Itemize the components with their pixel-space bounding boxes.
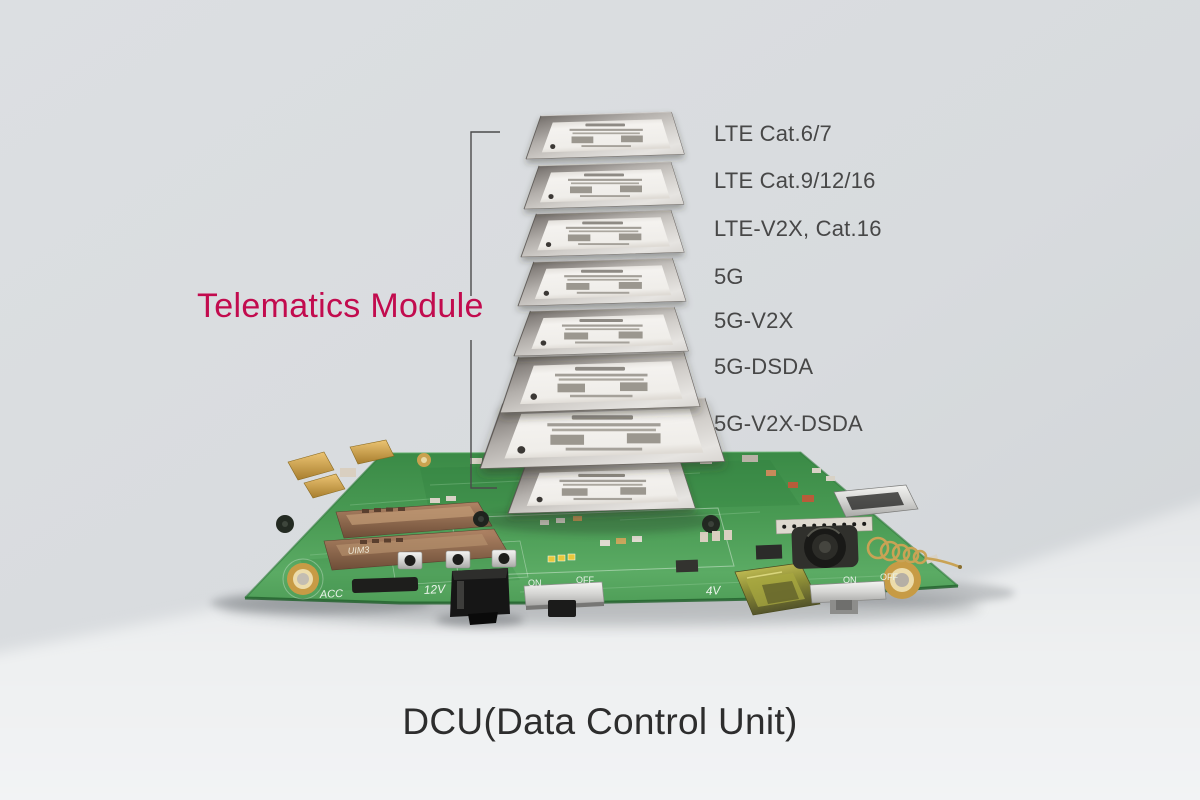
module-stack-shadow <box>482 508 718 534</box>
module-label-lte-cat6-7: LTE Cat.6/7 <box>714 121 832 146</box>
floor-surface <box>0 502 1200 800</box>
power-jack <box>450 568 510 625</box>
bracket-line <box>470 131 500 489</box>
power-switch-left <box>523 581 605 617</box>
silkscreen-4v: 4V <box>705 583 721 598</box>
silkscreen-labels: UIM3 ACC 12V ON OFF 4V ON OFF <box>319 545 899 602</box>
silkscreen-on-left: ON <box>528 578 542 588</box>
antenna-connectors <box>287 439 395 499</box>
module-label-5g-v2x: 5G-V2X <box>714 308 794 333</box>
silkscreen-acc: ACC <box>319 588 344 601</box>
telematics-module-4 <box>517 257 687 307</box>
silkscreen-on-right: ON <box>843 575 857 585</box>
telematics-module-1 <box>525 111 685 160</box>
module-label-5g-v2x-dsda: 5G-V2X-DSDA <box>714 411 863 436</box>
telematics-module-label: Telematics Module <box>197 287 484 325</box>
silkscreen-off-right: OFF <box>880 572 898 582</box>
usb-connector <box>833 484 919 518</box>
power-switch-right <box>809 580 887 614</box>
crystal-component <box>734 562 821 616</box>
telematics-module-3 <box>520 209 685 258</box>
fiducial-pads <box>282 453 921 600</box>
sim-card-slots <box>323 501 511 571</box>
status-leds <box>547 553 576 563</box>
dcu-caption: DCU(Data Control Unit) <box>402 701 798 742</box>
module-label-lte-cat9-12-16: LTE Cat.9/12/16 <box>714 168 876 193</box>
silkscreen-12v: 12V <box>423 582 446 597</box>
telematics-module-2 <box>523 161 685 210</box>
telematics-module-5 <box>513 306 689 357</box>
module-label-lte-v2x-cat16: LTE-V2X, Cat.16 <box>714 216 882 241</box>
mounted-module <box>507 460 696 515</box>
silkscreen-off-left: OFF <box>576 575 594 585</box>
silkscreen-uim: UIM3 <box>347 545 369 556</box>
tact-buttons <box>397 549 517 570</box>
telematics-module-6 <box>499 351 701 414</box>
module-label-5g-dsda: 5G-DSDA <box>714 354 814 379</box>
inductor-coil <box>791 525 859 569</box>
antenna-coil <box>866 536 962 569</box>
module-label-5g: 5G <box>714 264 744 289</box>
